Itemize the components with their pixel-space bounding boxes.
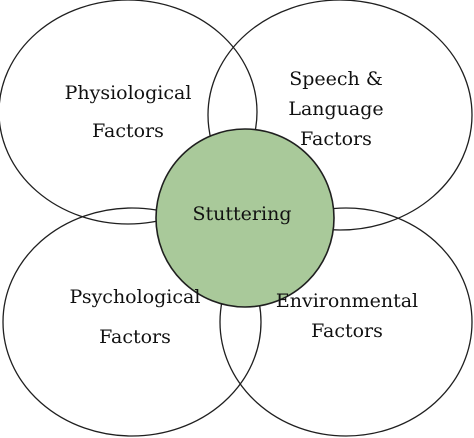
speech-language-circle [207, 0, 473, 231]
stuttering-circle [155, 128, 335, 308]
speech-language-label-line-3: Factors [300, 128, 372, 150]
psychological-circle [2, 207, 262, 437]
environmental-label-line-2: Factors [311, 320, 383, 342]
environmental-circle [219, 207, 473, 437]
stuttering-label: Stuttering [193, 203, 292, 225]
environmental-label-line-1: Environmental [276, 290, 418, 312]
physiological-label-line-1: Physiological [65, 82, 192, 104]
speech-language-label-line-2: Language [288, 98, 383, 120]
speech-language-label-line-1: Speech & [289, 68, 383, 90]
psychological-label-line-2: Factors [99, 326, 171, 348]
psychological-label-line-1: Psychological [70, 286, 201, 308]
physiological-circle [0, 0, 258, 225]
physiological-label-line-2: Factors [92, 120, 164, 142]
